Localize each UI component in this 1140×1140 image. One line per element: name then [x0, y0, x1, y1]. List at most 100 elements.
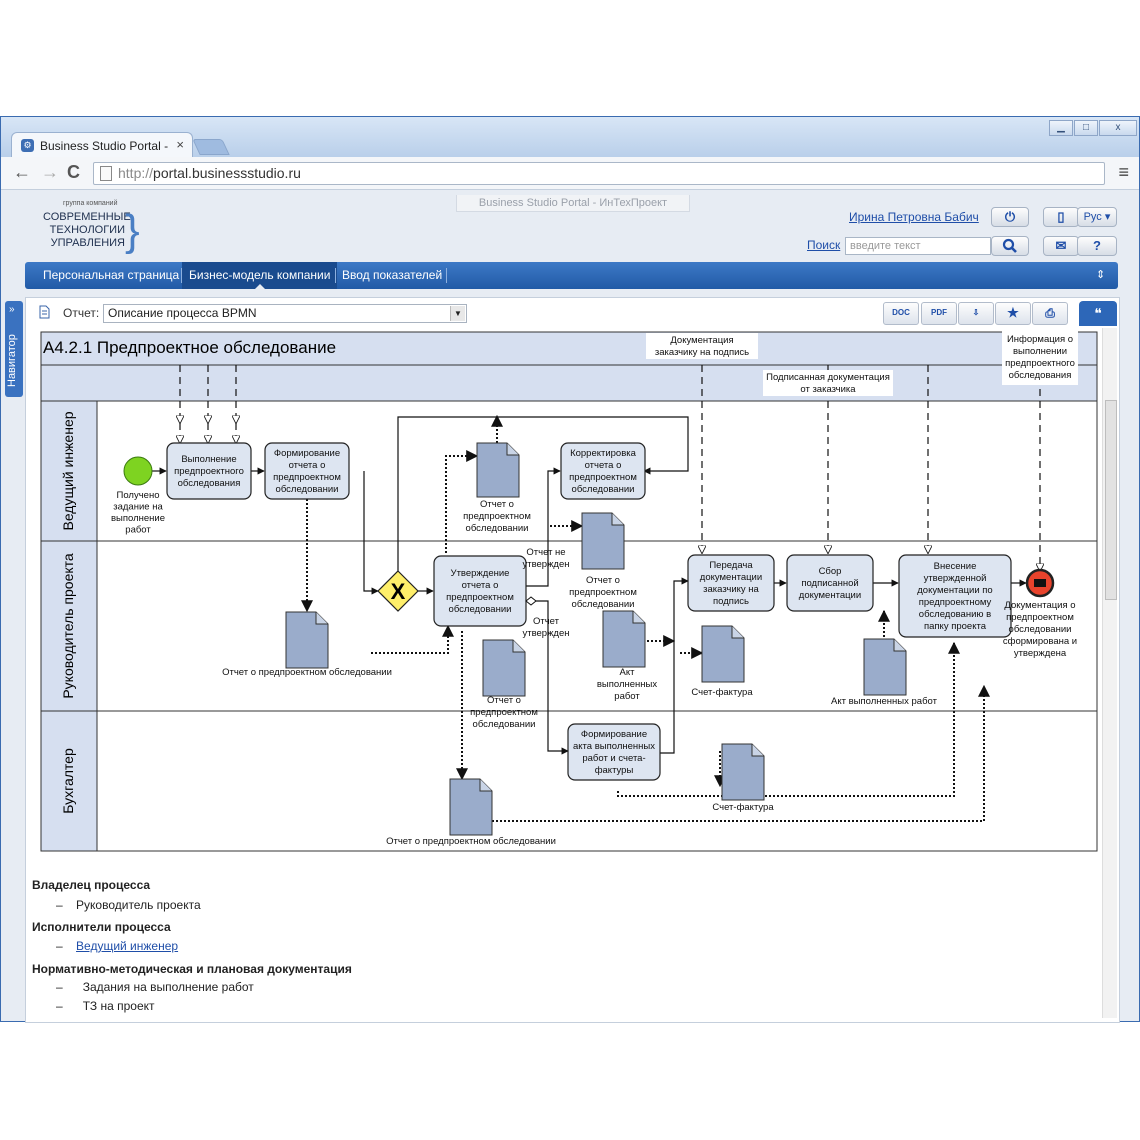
back-arrow-icon[interactable]: ←: [13, 162, 31, 182]
menu-collapse-icon[interactable]: ⇕: [1096, 269, 1106, 281]
text-line: Отчет о: [586, 575, 620, 586]
logout-power-icon[interactable]: ⏻: [991, 207, 1029, 227]
text-line: предпроектном: [463, 511, 531, 522]
mobile-icon[interactable]: ▯: [1043, 207, 1079, 227]
text-line: отчета о: [585, 460, 622, 471]
scrollbar-thumb[interactable]: [1105, 400, 1117, 600]
browser-menu-icon[interactable]: ≡: [1118, 162, 1129, 182]
doc-item: – Задания на выполнение работ: [56, 980, 254, 994]
forward-arrow-icon[interactable]: →: [41, 162, 59, 182]
text-line: выполнении: [1013, 346, 1067, 357]
performer-link[interactable]: Ведущий инженер: [76, 939, 179, 953]
report-select[interactable]: Описание процесса BPMN ▼: [103, 304, 467, 323]
mail-icon[interactable]: ✉: [1043, 236, 1079, 256]
end-message-icon: [1034, 579, 1046, 587]
exclusive-gateway[interactable]: [377, 570, 419, 612]
menu-item-personal[interactable]: Персональная страница: [43, 268, 180, 282]
menu-item-business-model[interactable]: Бизнес-модель компании: [182, 262, 338, 289]
maximize-button[interactable]: □: [1074, 120, 1098, 136]
logo-line: ТЕХНОЛОГИИ: [49, 224, 125, 236]
task-t5[interactable]: [687, 554, 775, 612]
data-object-d1[interactable]: [476, 442, 520, 498]
text-line: обследовании: [1009, 624, 1072, 635]
doc-fold: [512, 640, 525, 653]
search-magnifier-icon[interactable]: [991, 236, 1029, 256]
text-line: папку проекта: [924, 621, 987, 632]
data-object-d9[interactable]: [449, 778, 493, 836]
reload-icon[interactable]: C: [67, 162, 80, 182]
tab-close-icon[interactable]: ×: [176, 137, 184, 152]
data-object-d5[interactable]: [602, 610, 646, 668]
text-line: Формирование: [581, 729, 647, 740]
text-line: Акт: [620, 667, 636, 678]
send-download-icon[interactable]: ⇩: [958, 302, 994, 325]
text-line: Отчет не: [526, 547, 565, 558]
data-object-d3[interactable]: [285, 611, 329, 669]
navigator-toggle-icon[interactable]: »: [9, 304, 15, 315]
address-bar[interactable]: http://portal.businessstudio.ru: [93, 162, 1105, 185]
text-line: Отчет: [533, 616, 560, 627]
text-line: предпроектного: [1005, 358, 1075, 369]
main-menu: Персональная страница Бизнес-модель комп…: [25, 262, 1118, 289]
doc-fold: [506, 443, 519, 456]
language-select[interactable]: Рус ▾: [1077, 207, 1117, 227]
company-logo[interactable]: СОВРЕМЕННЫЕ ТЕХНОЛОГИИ УПРАВЛЕНИЯ: [43, 211, 131, 250]
text-line: заказчику на подпись: [655, 347, 749, 358]
doc-fold: [315, 612, 328, 625]
task-t4[interactable]: [433, 555, 527, 627]
navigator-tab[interactable]: » Навигатор: [5, 301, 23, 397]
data-object-d4[interactable]: [482, 639, 526, 697]
data-object-d2[interactable]: [581, 512, 625, 570]
text-line: Подписанная документация: [766, 372, 890, 383]
text-line: документации: [799, 590, 861, 601]
task-t2[interactable]: [264, 442, 350, 500]
search-input[interactable]: введите текст: [845, 237, 991, 255]
owner-item: – Руководитель проекта: [56, 898, 201, 912]
user-name-link[interactable]: Ирина Петровна Бабич: [849, 210, 979, 224]
task-t7[interactable]: [898, 554, 1012, 638]
logo-line: СОВРЕМЕННЫЕ: [43, 211, 131, 223]
task-t3[interactable]: [560, 442, 646, 500]
data-object-label: Счет-фактура: [691, 687, 753, 698]
browser-tab[interactable]: ⚙ Business Studio Portal - И ×: [11, 132, 193, 158]
text-line: акта выполненных: [573, 741, 655, 752]
content-scrollbar[interactable]: [1102, 328, 1117, 1018]
text-line: обследовании: [449, 604, 512, 615]
performer-item: – Ведущий инженер: [56, 939, 178, 953]
minimize-button[interactable]: ▁: [1049, 120, 1073, 136]
data-object-d7[interactable]: [863, 638, 907, 696]
export-pdf-button[interactable]: PDF: [921, 302, 957, 325]
task-t6[interactable]: [786, 554, 874, 612]
close-window-button[interactable]: x: [1099, 120, 1137, 136]
text-line: утвержден: [522, 628, 569, 639]
data-object-d8[interactable]: [721, 743, 765, 801]
task-t8[interactable]: [567, 723, 661, 781]
chevron-down-icon[interactable]: ▼: [450, 306, 465, 321]
text-line: Выполнение: [181, 454, 236, 465]
export-doc-button[interactable]: DOC: [883, 302, 919, 325]
data-object-label: Акт выполненных работ: [831, 696, 938, 707]
favorite-star-icon[interactable]: ★: [995, 302, 1031, 325]
text-line: утвержден: [522, 559, 569, 570]
text-line: Утверждение: [451, 568, 510, 579]
doc-item-text: ТЗ на проект: [82, 999, 155, 1013]
bullet: –: [56, 898, 63, 912]
help-icon[interactable]: ?: [1077, 236, 1117, 256]
data-object-d6[interactable]: [701, 625, 745, 683]
lane-project-manager: Руководитель проекта: [60, 553, 76, 699]
task-t1[interactable]: [166, 442, 252, 500]
search-link[interactable]: Поиск: [807, 238, 841, 252]
feedback-chat-icon[interactable]: ❝: [1079, 301, 1117, 326]
print-icon[interactable]: ⎙: [1032, 302, 1068, 325]
ext-label-bg: [646, 333, 758, 359]
text-line: обследовании: [473, 719, 536, 730]
text-line: предпроектном: [273, 472, 341, 483]
menu-item-indicators[interactable]: Ввод показателей: [342, 268, 443, 282]
performers-heading: Исполнители процесса: [32, 920, 171, 934]
start-event-circle[interactable]: [123, 456, 153, 486]
new-tab-button[interactable]: [192, 139, 230, 155]
